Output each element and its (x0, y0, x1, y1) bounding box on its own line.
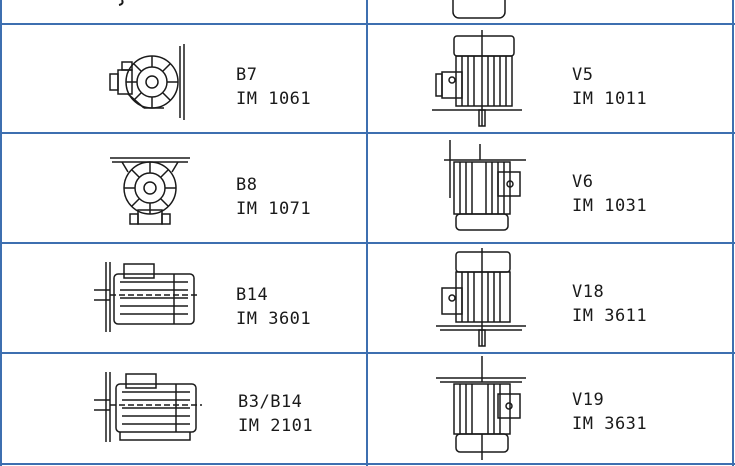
mounting-code: V18 (572, 282, 605, 302)
mounting-label: B7 IM 1061 (236, 63, 311, 111)
mounting-code: V5 (572, 65, 594, 85)
motor-foot-side-view-icon (109, 44, 185, 120)
im-code: IM 3601 (236, 309, 312, 329)
partial-motor-icon (118, 0, 124, 6)
mounting-code: V6 (572, 172, 594, 192)
im-code: IM 3631 (572, 414, 648, 434)
im-code: IM 1071 (236, 199, 312, 219)
motor-face-flange-vertical-up-icon (436, 356, 526, 460)
mounting-label: B3/B14 IM 2101 (238, 390, 313, 438)
im-code: IM 1061 (236, 89, 312, 109)
motor-face-flange-vertical-down-icon (436, 248, 526, 347)
im-code: IM 1011 (572, 89, 648, 109)
mounting-code: B3/B14 (238, 392, 303, 412)
mounting-code: B14 (236, 285, 269, 305)
mounting-label: V19 IM 3631 (572, 388, 647, 436)
motor-vertical-shaft-down-icon (432, 30, 522, 127)
mounting-code: V19 (572, 390, 605, 410)
partial-motor-icon (452, 0, 506, 19)
mounting-label: B8 IM 1071 (236, 173, 311, 221)
motor-ceiling-mount-view-icon (110, 157, 190, 225)
mounting-code: B7 (236, 65, 258, 85)
mounting-label: V5 IM 1011 (572, 63, 647, 111)
mounting-label: V6 IM 1031 (572, 170, 647, 218)
im-code: IM 2101 (238, 416, 314, 436)
im-code: IM 1031 (572, 196, 648, 216)
motor-face-flange-icon (94, 262, 200, 332)
column-divider (366, 0, 368, 466)
column-divider (0, 0, 2, 466)
motor-foot-and-flange-icon (94, 372, 202, 442)
column-divider (732, 0, 734, 466)
mounting-label: B14 IM 3601 (236, 283, 311, 331)
im-code: IM 3611 (572, 306, 648, 326)
mounting-code: B8 (236, 175, 258, 195)
motor-vertical-shaft-up-icon (444, 140, 526, 231)
mounting-label: V18 IM 3611 (572, 280, 647, 328)
